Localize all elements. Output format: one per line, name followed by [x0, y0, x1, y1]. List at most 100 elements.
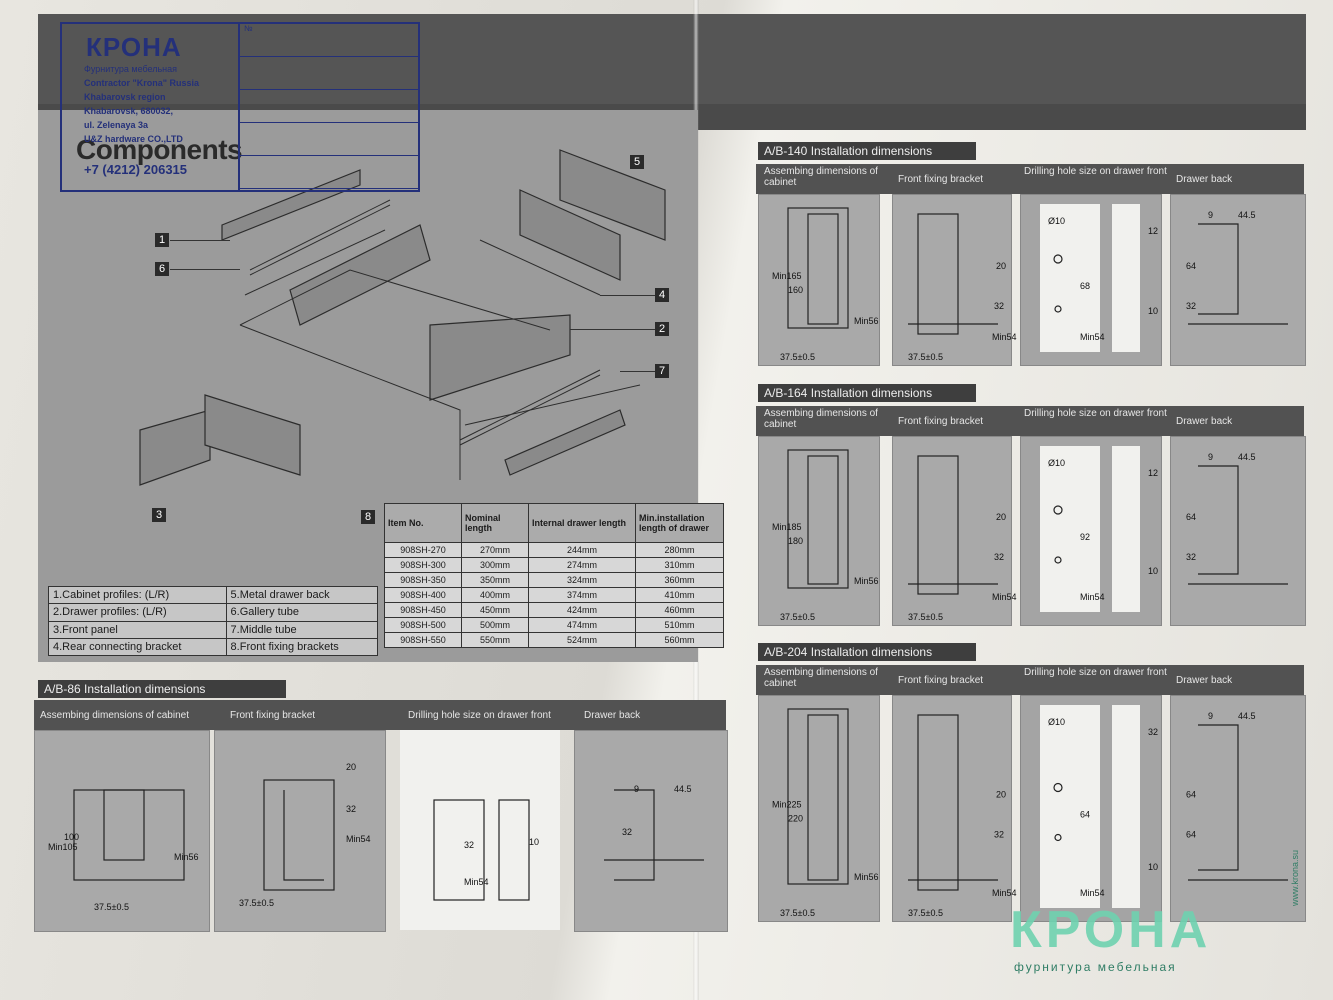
part-drawer-side-rear — [519, 189, 621, 281]
label-drilling: Drilling hole size on drawer front — [1024, 667, 1167, 678]
spec-cell: 908SH-400 — [384, 587, 462, 603]
label-cabinet: Assembing dimensions of cabinet — [764, 166, 878, 188]
dim-min: Min56 — [854, 576, 879, 586]
label-drawer-back: Drawer back — [584, 710, 641, 721]
section-subheader-ab164: Assembing dimensions of cabinet Front fi… — [756, 406, 1304, 436]
dim-back-h: 32 — [622, 827, 632, 837]
label-cabinet: Assembing dimensions of cabinet — [764, 667, 878, 689]
contractor-stamp: КРОНА Фурнитура мебельная Contractor "Kr… — [60, 22, 420, 192]
label-drawer-back: Drawer back — [1176, 174, 1233, 185]
spec-cell: 360mm — [635, 572, 724, 588]
exploded-drawer-drawing — [139, 149, 666, 486]
spec-cell: 374mm — [528, 587, 636, 603]
callout-6-leader — [170, 269, 240, 270]
dim-offset: 37.5±0.5 — [780, 352, 815, 362]
dim-hole-h: 92 — [1080, 532, 1090, 542]
dim-hole-h: 32 — [464, 840, 474, 850]
spec-table: Item No. Nominal length Internal drawer … — [384, 503, 724, 648]
spec-cell: 460mm — [635, 602, 724, 618]
label-drilling: Drilling hole size on drawer front — [1024, 408, 1167, 419]
stamp-line-5: U&Z hardware CO.,LTD — [84, 134, 183, 144]
spec-cell: 350mm — [461, 572, 529, 588]
spec-cell: 908SH-350 — [384, 572, 462, 588]
drawing-ab204: 37.5±0.5 Min225 220 Min56 37.5±0.5 20 32… — [772, 708, 1288, 918]
label-drawer-back: Drawer back — [1176, 675, 1233, 686]
part-slide-right — [504, 409, 626, 476]
dim-offset: 37.5±0.5 — [780, 612, 815, 622]
legend-item: 3.Front panel — [48, 620, 227, 639]
dim-offset: 37.5±0.5 — [780, 908, 815, 918]
spec-header: Internal drawer length — [528, 503, 636, 543]
components-legend: 1.Cabinet profiles: (L/R)5.Metal drawer … — [48, 585, 379, 657]
callout-1: 1 — [155, 233, 169, 247]
spec-cell: 908SH-300 — [384, 557, 462, 573]
legend-item: 1.Cabinet profiles: (L/R) — [48, 585, 227, 605]
drilling-side-ab164 — [1112, 446, 1140, 612]
part-drawer-profile — [429, 314, 571, 401]
label-drawer-back: Drawer back — [1176, 416, 1233, 427]
spec-cell: 908SH-500 — [384, 617, 462, 633]
dim-hole-top: 32 — [1148, 727, 1158, 737]
stamp-line-4: ul. Zelenaya 3a — [84, 120, 149, 130]
dim-back-a: 9 — [1208, 210, 1213, 220]
dim-hole-side: 10 — [1148, 306, 1158, 316]
dim-back-w: 44.5 — [1238, 452, 1256, 462]
callout-1-leader — [170, 240, 230, 241]
stamp-grid-label: № — [240, 24, 420, 57]
dim-offset-2: 37.5±0.5 — [908, 908, 943, 918]
label-front-bracket: Front fixing bracket — [898, 416, 984, 427]
spec-header: Nominal length — [461, 503, 529, 543]
dim-back-h2: 32 — [1186, 301, 1196, 311]
watermark-url: www.krona.su — [1290, 849, 1300, 906]
callout-6: 6 — [155, 262, 169, 276]
spec-cell: 324mm — [528, 572, 636, 588]
dim-back-w: 44.5 — [674, 784, 692, 794]
drilling-board-ab204 — [1040, 705, 1100, 908]
dim-hole-d: Ø10 — [1048, 216, 1065, 226]
tile-ab140-bracket — [892, 194, 1012, 366]
dim-back-a: 9 — [1208, 711, 1213, 721]
stamp-line-3: Khabarovsk, 680032, — [84, 106, 174, 116]
watermark-logo: КРОНА — [1010, 901, 1212, 959]
section-subheader-ab140: Assembing dimensions of cabinet Front fi… — [756, 164, 1304, 194]
dim-hole-d: Ø10 — [1048, 717, 1065, 727]
components-title: Components — [76, 134, 243, 165]
stamp-logo: КРОНА — [86, 32, 182, 62]
spec-cell: 560mm — [635, 632, 724, 648]
legend-item: 2.Drawer profiles: (L/R) — [48, 603, 227, 622]
drilling-side-ab140 — [1112, 204, 1140, 352]
drilling-board-ab164 — [1040, 446, 1100, 612]
legend-item: 4.Rear connecting bracket — [48, 637, 227, 657]
spec-cell: 270mm — [461, 542, 529, 558]
part-front-panel-2 — [204, 394, 301, 476]
callout-3: 3 — [152, 508, 166, 522]
tile-ab86-back — [574, 730, 728, 932]
dim-bracket: 20 — [996, 790, 1006, 800]
drilling-side-ab204 — [1112, 705, 1140, 908]
stamp-line-2: Khabarovsk region — [84, 92, 166, 102]
dim-offset: 37.5±0.5 — [94, 902, 129, 912]
dim-hole-side: 10 — [529, 837, 539, 847]
section-subheader-ab204: Assembing dimensions of cabinet Front fi… — [756, 665, 1304, 695]
callout-8: 8 — [361, 510, 375, 524]
callout-4-leader — [600, 295, 655, 296]
label-cabinet: Assembing dimensions of cabinet — [764, 408, 878, 430]
dim-bracket-min: Min54 — [992, 888, 1017, 898]
dim-hole-min: Min54 — [464, 877, 489, 887]
spec-cell: 280mm — [635, 542, 724, 558]
dim-bracket-h: 32 — [994, 301, 1004, 311]
dim-cab-height: Min185 — [772, 522, 802, 532]
watermark-tagline: фурнитура мебельная — [1014, 960, 1177, 974]
label-front-bracket: Front fixing bracket — [230, 710, 316, 721]
callout-7: 7 — [655, 364, 669, 378]
dim-bracket-min: Min54 — [992, 332, 1017, 342]
tile-ab86-drilling — [400, 730, 560, 930]
spec-cell: 424mm — [528, 602, 636, 618]
dim-cab-inner: 220 — [788, 814, 803, 824]
